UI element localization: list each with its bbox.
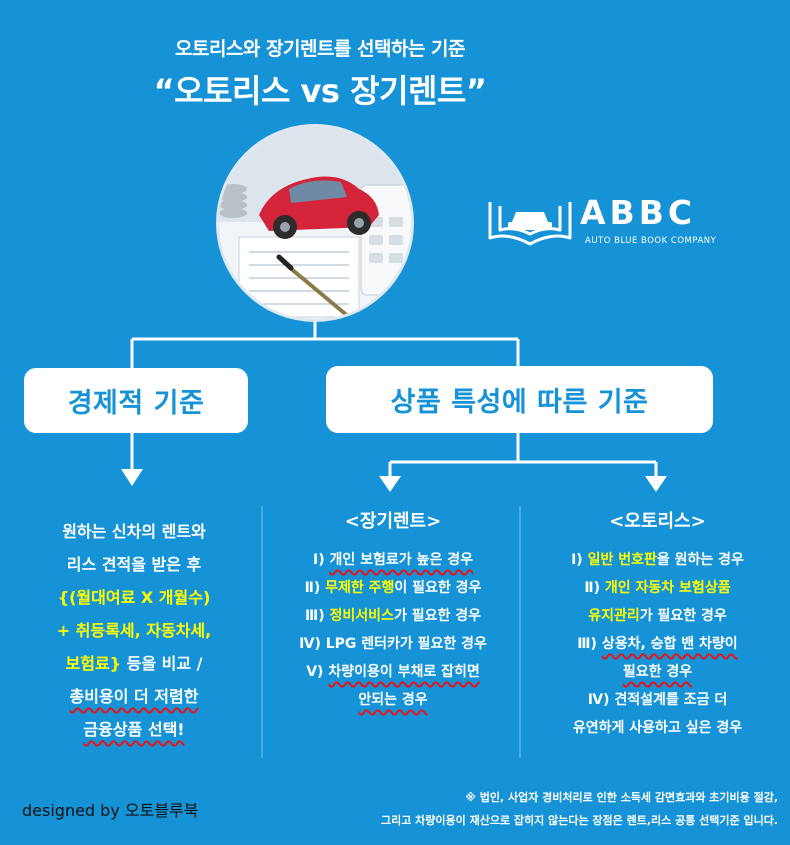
list-item: Ⅰ) 개인 보험료가 높은 경우 xyxy=(268,546,518,574)
item-number: Ⅲ) xyxy=(305,608,330,624)
list-item: Ⅲ) 상용차, 승합 밴 차량이 xyxy=(525,630,790,658)
economic-highlight: 보험료} xyxy=(65,654,122,673)
item-highlight: 정비서비스 xyxy=(329,608,394,624)
item-number: Ⅰ) xyxy=(571,552,588,568)
economic-criteria-text: 원하는 신차의 렌트와 리스 견적을 받은 후 {(월대여료 X 개월수) + … xyxy=(20,515,248,746)
item-number: Ⅱ) xyxy=(304,580,326,596)
item-text: 안되는 경우 xyxy=(358,692,428,708)
item-highlight: 일반 번호판 xyxy=(587,552,657,568)
item-highlight: 개인 자동차 보험상품 xyxy=(604,580,731,596)
list-item: Ⅱ) 무제한 주행이 필요한 경우 xyxy=(268,574,518,602)
arrow-down-icon xyxy=(121,469,143,486)
list-item: 유지관리가 필요한 경우 xyxy=(525,602,790,630)
list-item: Ⅰ) 일반 번호판을 원하는 경우 xyxy=(525,546,790,574)
economic-emphasis: 금융상품 선택! xyxy=(83,720,185,739)
item-text: 가 필요한 경우 xyxy=(639,608,727,624)
item-text: 을 원하는 경우 xyxy=(656,552,744,568)
list-item: Ⅴ) 차량이용이 부채로 잡히면 xyxy=(268,658,518,686)
list-item: Ⅲ) 정비서비스가 필요한 경우 xyxy=(268,602,518,630)
footnote-line: ※ 법인, 사업자 경비처리로 인한 소득세 감면효과와 초기비용 절감, xyxy=(465,791,778,804)
economic-line: {(월대여료 X 개월수) xyxy=(57,588,211,607)
rent-heading: <장기렌트> xyxy=(344,511,442,532)
designer-credit: designed by 오토블루북 xyxy=(22,801,199,820)
economic-text: 등을 비교 / xyxy=(121,654,203,673)
economic-line: 보험료} 등을 비교 / xyxy=(20,647,248,680)
item-text: 차량이용이 부채로 잡히면 xyxy=(328,664,480,680)
logo-wordmark: ABBC xyxy=(580,193,697,232)
item-number: Ⅰ) xyxy=(313,552,330,568)
car-photo xyxy=(216,124,414,322)
list-item: 안되는 경우 xyxy=(268,686,518,714)
list-item: 유연하게 사용하고 싶은 경우 xyxy=(572,720,743,736)
item-highlight: 무제한 주행 xyxy=(325,580,395,596)
economic-criteria-label: 경제적 기준 xyxy=(67,388,205,419)
item-text: 개인 보험료가 높은 경우 xyxy=(329,552,473,568)
economic-line: + 취등록세, 자동차세, xyxy=(56,621,212,640)
lease-heading: <오토리스> xyxy=(609,511,706,532)
economic-line: 원하는 신차의 렌트와 xyxy=(62,522,206,541)
subtitle: 오토리스와 장기렌트를 선택하는 기준 xyxy=(174,38,466,60)
economic-line: 총비용이 더 저렴한 xyxy=(20,680,248,713)
logo-tagline: AUTO BLUE BOOK COMPANY xyxy=(585,236,717,246)
item-text: 이 필요한 경우 xyxy=(394,580,482,596)
item-highlight: 유지관리 xyxy=(588,608,640,624)
item-text: 상용차, 승합 밴 차량이 xyxy=(601,636,738,652)
arrow-down-icon xyxy=(379,476,401,492)
arrow-down-icon xyxy=(645,476,667,492)
rent-criteria-list: <장기렌트> Ⅰ) 개인 보험료가 높은 경우 Ⅱ) 무제한 주행이 필요한 경… xyxy=(268,510,518,714)
list-item: Ⅳ) 견적설계를 조금 더 xyxy=(587,692,728,708)
lease-criteria-list: <오토리스> Ⅰ) 일반 번호판을 원하는 경우 Ⅱ) 개인 자동차 보험상품 … xyxy=(525,510,790,742)
product-criteria-box: 상품 특성에 따른 기준 xyxy=(326,366,713,433)
list-item: Ⅱ) 개인 자동차 보험상품 xyxy=(525,574,790,602)
economic-criteria-box: 경제적 기준 xyxy=(24,368,248,433)
list-item: Ⅳ) LPG 렌터카가 필요한 경우 xyxy=(299,636,487,652)
page-title: “오토리스 vs 장기렌트” xyxy=(153,72,487,110)
item-number: Ⅴ) xyxy=(306,664,329,680)
item-text: 가 필요한 경우 xyxy=(393,608,481,624)
footnote: ※ 법인, 사업자 경비처리로 인한 소득세 감면효과와 초기비용 절감, 그리… xyxy=(250,786,778,832)
list-item: 필요한 경우 xyxy=(525,658,790,686)
item-number: Ⅱ) xyxy=(584,580,605,596)
economic-emphasis: 총비용이 더 저렴한 xyxy=(69,687,199,706)
abbc-logo-icon xyxy=(488,202,572,246)
economic-line: 리스 견적을 받은 후 xyxy=(66,555,202,574)
item-text: 필요한 경우 xyxy=(622,664,693,680)
item-number: Ⅲ) xyxy=(577,636,602,652)
product-criteria-label: 상품 특성에 따른 기준 xyxy=(390,387,649,418)
footnote-line: 그리고 차량이용이 재산으로 잡히지 않는다는 장점은 렌트,리스 공통 선택기… xyxy=(380,814,778,827)
economic-line: 금융상품 선택! xyxy=(20,713,248,746)
